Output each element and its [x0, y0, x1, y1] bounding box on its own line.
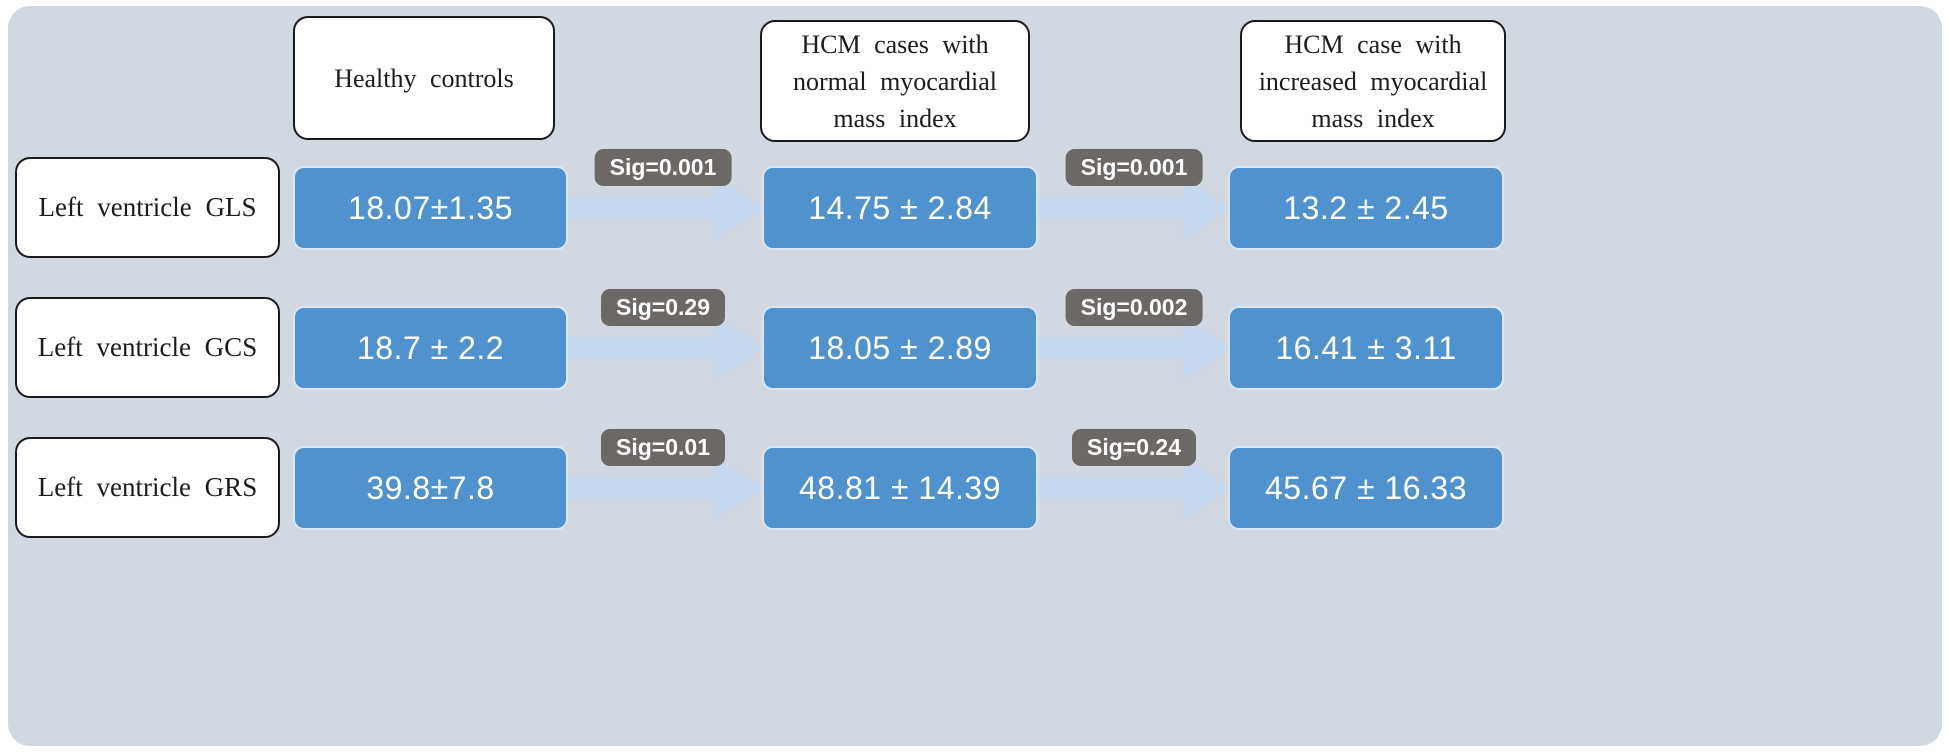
value-box-gls-healthy: 18.07±1.35: [293, 166, 568, 250]
row-label-left-ventricle-grs: Left ventricle GRS: [15, 437, 280, 538]
sig-badge: Sig=0.01: [601, 429, 725, 466]
sig-badge: Sig=0.29: [601, 289, 725, 326]
value-box-gls-hcm-increased: 13.2 ± 2.45: [1228, 166, 1504, 250]
sig-badge: Sig=0.002: [1065, 289, 1203, 326]
column-header-hcm-increased-mass: HCM case with increased myocardial mass …: [1240, 20, 1506, 142]
arrow-right-icon: [560, 173, 766, 243]
value-box-gcs-healthy: 18.7 ± 2.2: [293, 306, 568, 390]
arrow-right-icon: [560, 313, 766, 383]
value-text: 18.07±1.35: [348, 189, 513, 226]
value-text: 48.81 ± 14.39: [799, 469, 1001, 506]
value-box-grs-healthy: 39.8±7.8: [293, 446, 568, 530]
arrow-right-icon: [560, 453, 766, 523]
value-text: 16.41 ± 3.11: [1275, 329, 1457, 366]
column-header-text: Healthy controls: [334, 63, 514, 93]
sig-badge: Sig=0.001: [1065, 149, 1203, 186]
value-box-gcs-hcm-normal: 18.05 ± 2.89: [762, 306, 1038, 390]
column-header-healthy-controls: Healthy controls: [293, 16, 555, 140]
sig-badge: Sig=0.001: [594, 149, 732, 186]
row-label-text: Left ventricle GLS: [38, 192, 257, 222]
value-text: 18.7 ± 2.2: [356, 329, 505, 366]
value-text: 13.2 ± 2.45: [1283, 189, 1449, 226]
row-label-text: Left ventricle GRS: [37, 472, 258, 502]
value-box-grs-hcm-increased: 45.67 ± 16.33: [1228, 446, 1504, 530]
value-text: 14.75 ± 2.84: [808, 189, 992, 226]
row-label-left-ventricle-gls: Left ventricle GLS: [15, 157, 280, 258]
value-text: 45.67 ± 16.33: [1265, 469, 1467, 506]
sig-badge: Sig=0.24: [1072, 429, 1196, 466]
value-text: 39.8±7.8: [366, 469, 495, 506]
row-label-left-ventricle-gcs: Left ventricle GCS: [15, 297, 280, 398]
column-header-hcm-normal-mass: HCM cases with normal myocardial mass in…: [760, 20, 1030, 142]
row-label-text: Left ventricle GCS: [37, 332, 258, 362]
arrow-right-icon: [1032, 313, 1234, 383]
value-box-gls-hcm-normal: 14.75 ± 2.84: [762, 166, 1038, 250]
arrow-right-icon: [1032, 173, 1234, 243]
column-header-text: HCM cases with normal myocardial mass in…: [792, 29, 998, 133]
column-header-text: HCM case with increased myocardial mass …: [1258, 29, 1488, 133]
value-box-grs-hcm-normal: 48.81 ± 14.39: [762, 446, 1038, 530]
value-box-gcs-hcm-increased: 16.41 ± 3.11: [1228, 306, 1504, 390]
value-text: 18.05 ± 2.89: [808, 329, 992, 366]
arrow-right-icon: [1032, 453, 1234, 523]
